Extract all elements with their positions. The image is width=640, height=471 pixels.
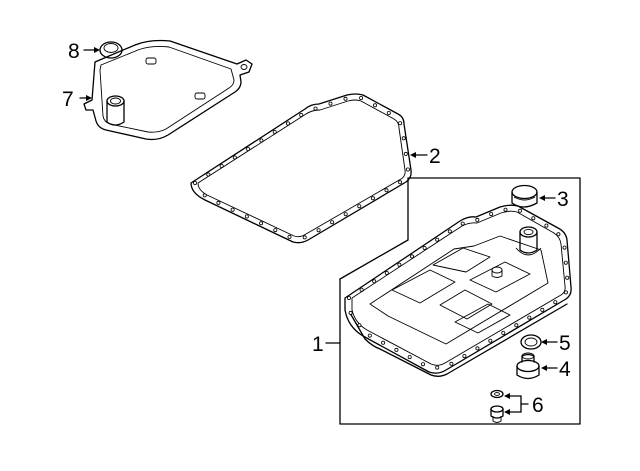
bolt-hole [357, 323, 362, 328]
bolt-hole [422, 245, 427, 250]
bolt-hole [398, 180, 403, 185]
bolt-hole [244, 214, 249, 219]
bolt-hole [403, 151, 408, 156]
bolt-hole [556, 232, 561, 237]
bolt-hole [246, 146, 251, 151]
bolt-hole [562, 245, 567, 250]
callout-6: 6 [532, 394, 544, 417]
bolt-hole [401, 136, 406, 141]
callout-8: 8 [68, 40, 80, 63]
bolt-hole [397, 262, 402, 267]
gasket-bolt-holes [192, 96, 410, 240]
part-4-drain-plug [516, 352, 540, 380]
bolt-hole [565, 275, 570, 280]
bolt-hole [553, 300, 558, 305]
bolt-hole [219, 163, 224, 168]
bolt-hole [287, 234, 292, 239]
bolt-hole [230, 207, 235, 212]
part-5-o-ring [520, 334, 542, 350]
bolt-hole [202, 193, 207, 198]
bolt-hole [386, 111, 391, 116]
bolt-hole [343, 212, 348, 217]
bolt-hole [346, 295, 351, 300]
bolt-hole [285, 121, 290, 126]
bolt-hole [447, 229, 452, 234]
bolt-hole [518, 208, 523, 213]
bolt-hole [531, 216, 536, 221]
bolt-hole [316, 228, 321, 233]
callout-7: 7 [62, 88, 74, 111]
bolt-hole [544, 223, 549, 228]
bolt-hole [384, 188, 389, 193]
bolt-hole [489, 212, 494, 217]
bolt-hole [313, 106, 318, 111]
bolt-hole [540, 307, 545, 312]
bolt-hole [381, 340, 386, 345]
bolt-hole [343, 96, 348, 101]
bolt-hole [206, 172, 211, 177]
bolt-hole [514, 323, 519, 328]
bolt-hole [405, 167, 410, 172]
bolt-hole [216, 200, 221, 205]
bolt-hole [273, 228, 278, 233]
bolt-hole [384, 270, 389, 275]
part-2-gasket [190, 93, 412, 244]
bolt-hole [232, 155, 237, 160]
bolt-hole [527, 315, 532, 320]
bolt-hole [330, 220, 335, 225]
bolt-hole [435, 237, 440, 242]
bolt-hole [475, 346, 480, 351]
bolt-hole [563, 290, 568, 295]
callout-3: 3 [557, 188, 569, 211]
bolt-hole [501, 330, 506, 335]
bolt-hole [462, 354, 467, 359]
bolt-hole [372, 103, 377, 108]
part-3-cap [511, 184, 538, 208]
callout-4: 4 [559, 358, 571, 381]
bolt-hole [328, 101, 333, 106]
part-1-bracket [325, 177, 581, 425]
bolt-hole [460, 221, 465, 226]
bolt-hole [407, 355, 412, 360]
part-6-plug-and-washer [490, 389, 504, 423]
bolt-hole [488, 338, 493, 343]
callout-5: 5 [559, 332, 571, 355]
bolt-hole [435, 365, 440, 370]
bolt-hole [359, 96, 364, 101]
bolt-hole [475, 217, 480, 222]
bolt-hole [398, 121, 403, 126]
bolt-hole [420, 362, 425, 367]
bolt-hole [302, 235, 307, 240]
callout-1: 1 [312, 333, 324, 356]
leader-lines [79, 47, 558, 415]
bolt-hole [348, 310, 353, 315]
bolt-hole [370, 196, 375, 201]
callouts: 8 7 2 3 1 5 4 6 [62, 40, 571, 417]
bolt-hole [449, 361, 454, 366]
bolt-hole [409, 254, 414, 259]
bolt-hole [367, 333, 372, 338]
bolt-hole [299, 113, 304, 118]
bolt-hole [259, 221, 264, 226]
bolt-hole [503, 207, 508, 212]
part-7-filter [83, 39, 253, 141]
bolt-hole [259, 138, 264, 143]
bolt-hole [272, 129, 277, 134]
pan-bolt-holes [346, 207, 570, 370]
bolt-hole [394, 347, 399, 352]
bolt-hole [372, 279, 377, 284]
part-1-oil-pan [344, 204, 572, 377]
bolt-hole [192, 180, 197, 185]
bolt-hole [359, 287, 364, 292]
bolt-hole [563, 260, 568, 265]
bolt-hole [357, 204, 362, 209]
callout-2: 2 [429, 145, 441, 168]
